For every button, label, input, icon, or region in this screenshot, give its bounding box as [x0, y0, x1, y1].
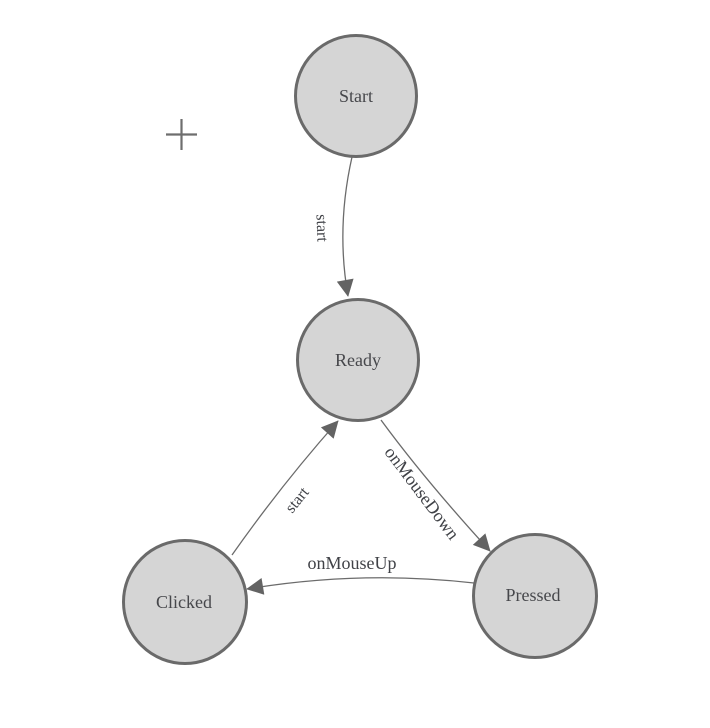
transition-label-onmousedown: onMouseDown [381, 443, 464, 544]
state-circle-start[interactable] [294, 34, 418, 158]
state-circle-ready[interactable] [296, 298, 420, 422]
transition-clicked-ready[interactable] [231, 420, 339, 556]
transitions-layer [231, 156, 491, 595]
state-node-ready[interactable]: Ready [296, 298, 420, 422]
crosshair-icon [166, 119, 197, 150]
state-label-clicked: Clicked [156, 592, 212, 612]
transition-pressed-clicked[interactable] [246, 577, 475, 595]
state-label-ready: Ready [335, 350, 381, 370]
state-label-pressed: Pressed [506, 585, 561, 605]
state-circle-clicked[interactable] [122, 539, 248, 665]
state-node-pressed[interactable]: Pressed [472, 533, 598, 659]
state-node-start[interactable]: Start [294, 34, 418, 158]
state-circle-pressed[interactable] [472, 533, 598, 659]
transition-label-start-ready: start [313, 214, 331, 243]
state-label-start: Start [339, 86, 373, 106]
transition-label-clicked-ready: start [282, 484, 313, 517]
transition-label-onmouseup: onMouseUp [308, 553, 397, 573]
state-node-clicked[interactable]: Clicked [122, 539, 248, 665]
transition-start-ready[interactable] [336, 156, 354, 297]
transition-ready-pressed[interactable] [380, 419, 491, 552]
